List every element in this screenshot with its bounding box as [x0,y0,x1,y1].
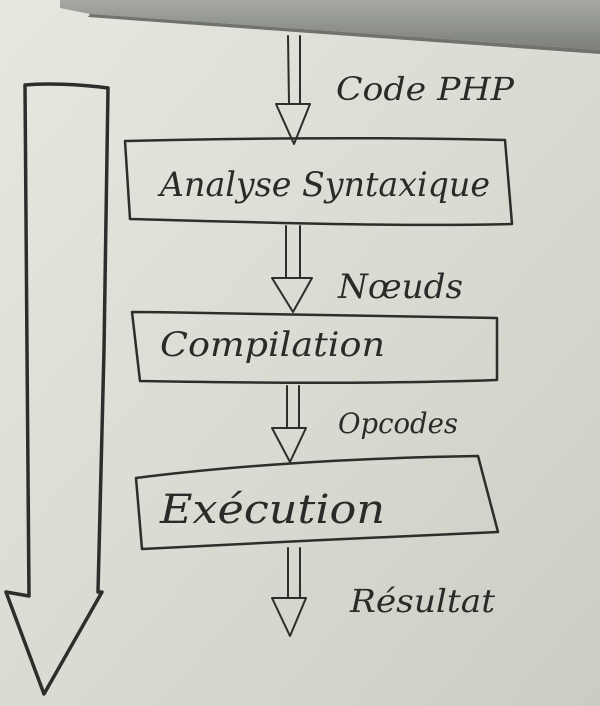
flow-label-3: Opcodes [338,407,458,440]
flow-arrow-3 [271,385,307,463]
stage-label-2: Compilation [160,325,385,365]
board-frame [60,0,600,50]
flow-label-4: Résultat [349,582,495,620]
stage-label-3: Exécution [159,487,385,533]
flow-arrow-1 [275,35,311,145]
stage-box-1 [123,136,514,227]
flow-label-2: Nœuds [337,267,463,307]
flow-label-1: Code PHP [336,70,515,108]
flow-arrow-4 [271,547,307,637]
overall-flow-arrow [4,82,110,696]
flow-arrow-2 [271,225,313,313]
stage-box-2 [130,310,499,384]
stage-box-3 [134,454,500,551]
stage-label-1: Analyse Syntaxique [157,165,490,205]
